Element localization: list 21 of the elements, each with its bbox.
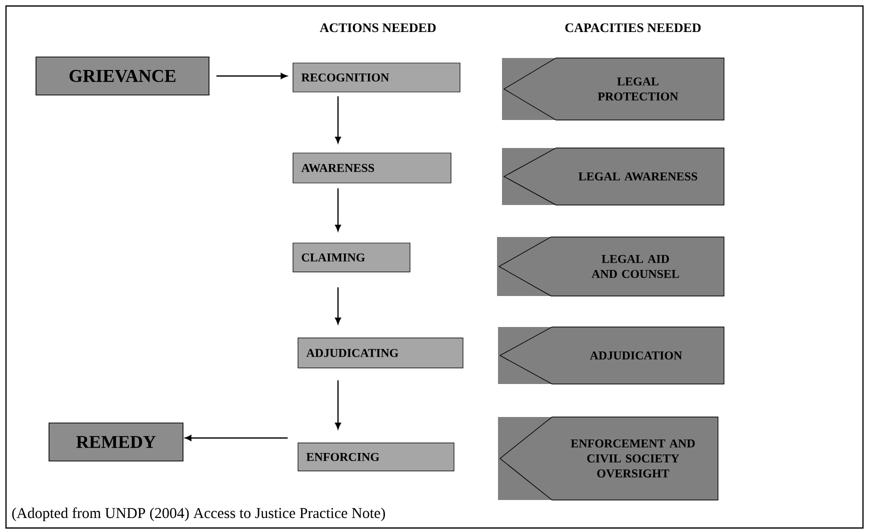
capacity-arrow-box: ENFORCEMENT AND CIVIL SOCIETY OVERSIGHT	[498, 416, 718, 500]
action-box: AWARENESS	[292, 152, 452, 184]
arrow	[184, 435, 288, 441]
column-heading: CAPACITIES NEEDED	[565, 23, 701, 32]
capacity-arrow-box: LEGAL AWARENESS	[502, 148, 724, 206]
start-end-box: GRIEVANCE	[36, 56, 210, 96]
column-heading: ACTIONS NEEDED	[320, 23, 436, 32]
action-box: RECOGNITION	[292, 62, 460, 92]
caption: (Adopted from UNDP (2004) Access to Justice Practice Note)	[12, 507, 385, 522]
capacity-arrow-box: LEGAL AID AND COUNSEL	[497, 236, 724, 296]
start-end-box: REMEDY	[48, 422, 184, 462]
action-box: ADJUDICATING	[298, 338, 464, 368]
action-box: ENFORCING	[298, 442, 454, 472]
arrow	[335, 188, 341, 232]
action-box: CLAIMING	[292, 242, 410, 272]
capacity-arrow-box: LEGAL PROTECTION	[502, 58, 724, 120]
arrow	[335, 287, 341, 324]
arrow	[335, 96, 341, 144]
arrow	[216, 73, 288, 79]
capacity-arrow-box: ADJUDICATION	[498, 326, 724, 384]
arrow	[335, 380, 341, 430]
